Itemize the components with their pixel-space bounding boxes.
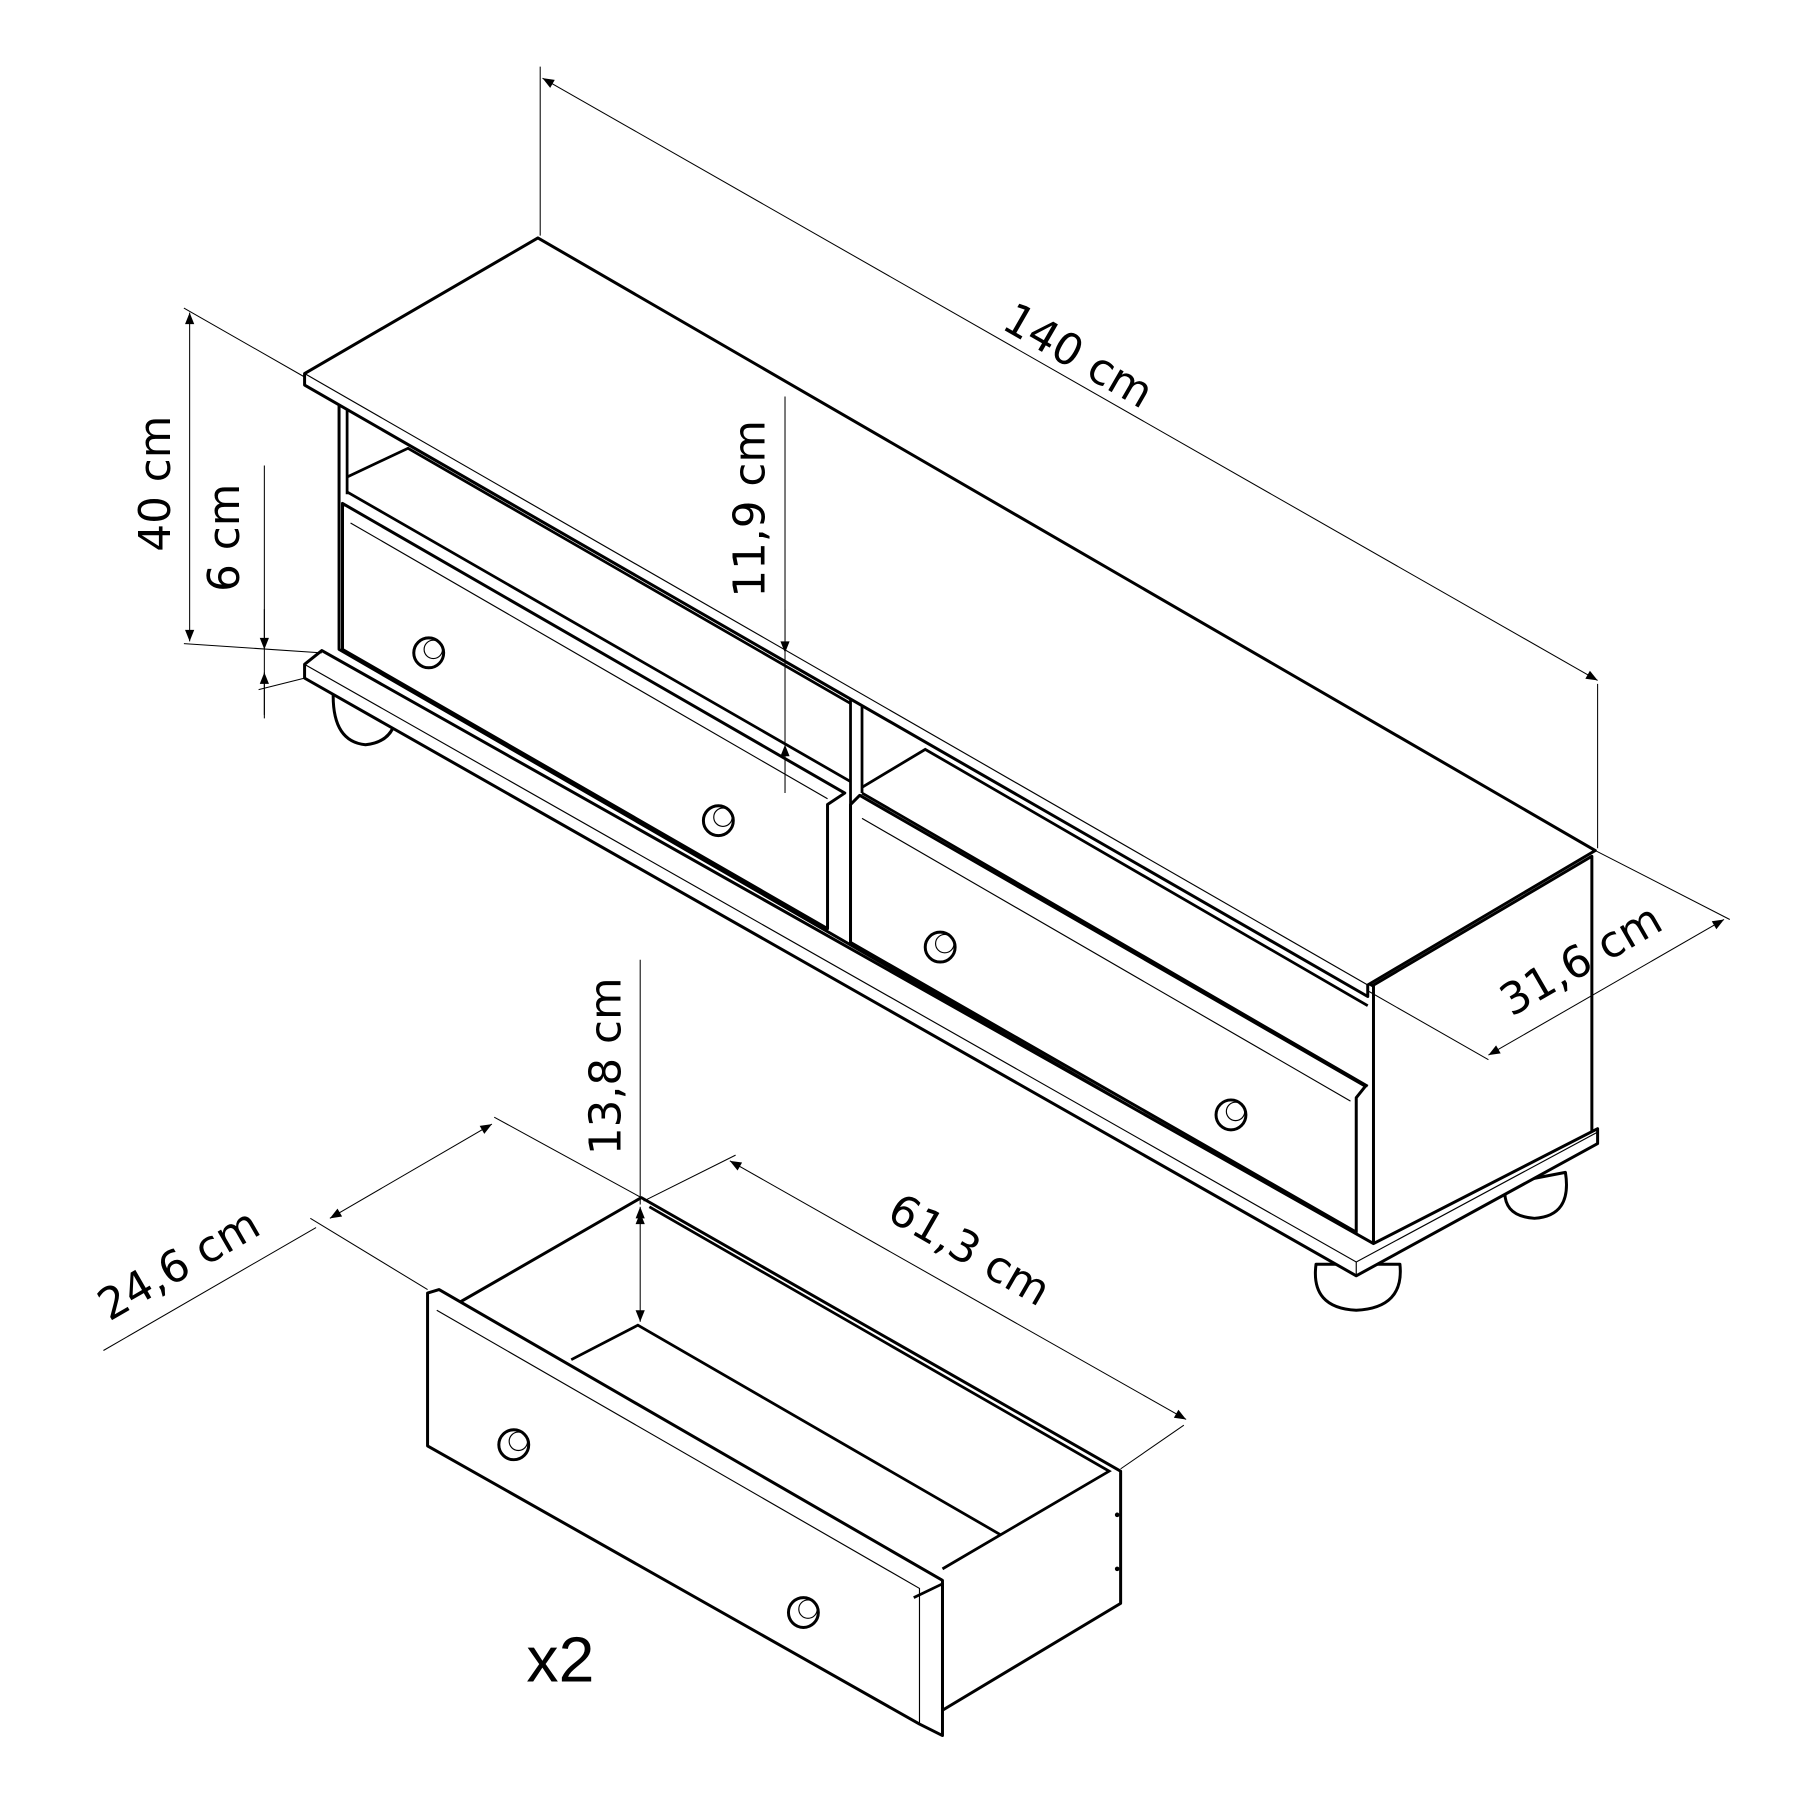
knob-icon xyxy=(412,636,446,670)
shelf-opening-label: 11,9 cm xyxy=(724,420,775,598)
drawer-detail xyxy=(426,1196,1123,1738)
plinth-height-label: 6 cm xyxy=(199,484,250,592)
knob-icon xyxy=(497,1428,531,1462)
drawer-quantity-label: x2 xyxy=(526,1624,594,1696)
drawer-height-label: 13,8 cm xyxy=(581,977,632,1155)
knob-icon xyxy=(786,1596,820,1629)
width-label: 140 cm xyxy=(994,293,1161,419)
drawer-depth-label: 24,6 cm xyxy=(89,1198,268,1331)
height-label: 40 cm xyxy=(130,416,181,552)
dimension-lines xyxy=(103,66,1731,1470)
knobs xyxy=(412,636,1248,1132)
cabinet xyxy=(303,236,1600,1312)
knob-icon xyxy=(923,930,957,964)
knob-icon xyxy=(1214,1098,1248,1132)
knob-icon xyxy=(701,804,735,838)
plinth xyxy=(303,649,1600,1278)
